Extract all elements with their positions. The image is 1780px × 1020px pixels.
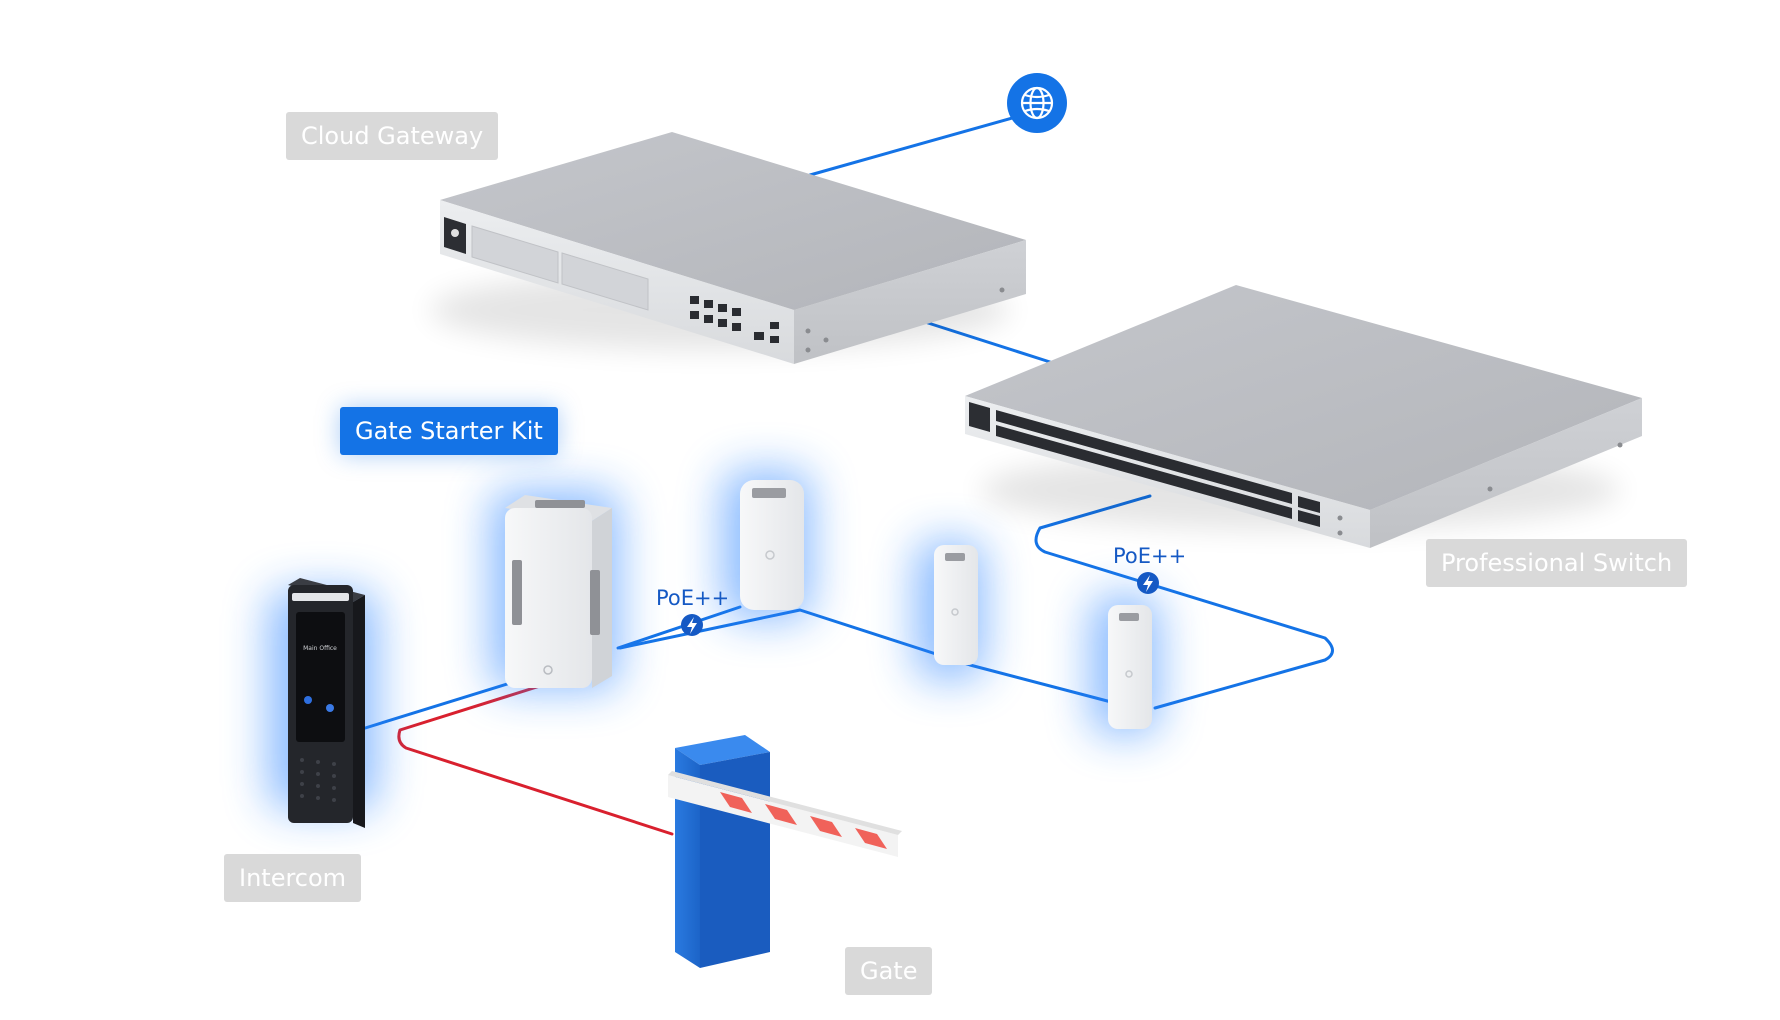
intercom-device: Main Office	[288, 578, 365, 828]
poe-label-left: PoE++	[656, 586, 730, 610]
gate-label: Gate	[845, 947, 933, 995]
cable-injector-chain	[618, 608, 1117, 705]
cloud-gateway-device	[430, 132, 1026, 364]
professional-switch-label: Professional Switch	[1426, 539, 1688, 587]
lightning-bolt-icon	[1137, 572, 1159, 594]
professional-switch-device	[965, 285, 1642, 548]
poe-injector-middle	[934, 545, 978, 665]
gate-starter-kit-label: Gate Starter Kit	[340, 407, 558, 455]
globe-icon	[1007, 73, 1067, 133]
intercom-label: Intercom	[224, 854, 362, 902]
cable-relay-gate	[397, 684, 674, 836]
gate-barrier-device	[668, 735, 902, 968]
poe-injector-right	[1108, 605, 1152, 729]
poe-label-right: PoE++	[1113, 544, 1187, 568]
access-hub-device	[505, 495, 612, 688]
poe-injector-top	[740, 480, 804, 610]
cable-intercom-hub	[360, 678, 522, 731]
cable-hub-injector	[616, 605, 742, 650]
cable-switch-loop	[1034, 494, 1334, 710]
gate-arm	[668, 771, 902, 857]
cloud-gateway-label: Cloud Gateway	[286, 112, 499, 160]
network-cables	[360, 111, 1334, 836]
cable-internet-gateway	[808, 111, 1032, 177]
intercom-screen-title: Main Office	[303, 645, 337, 652]
switch-port-array	[996, 410, 1320, 527]
lightning-bolt-icon	[681, 614, 703, 636]
